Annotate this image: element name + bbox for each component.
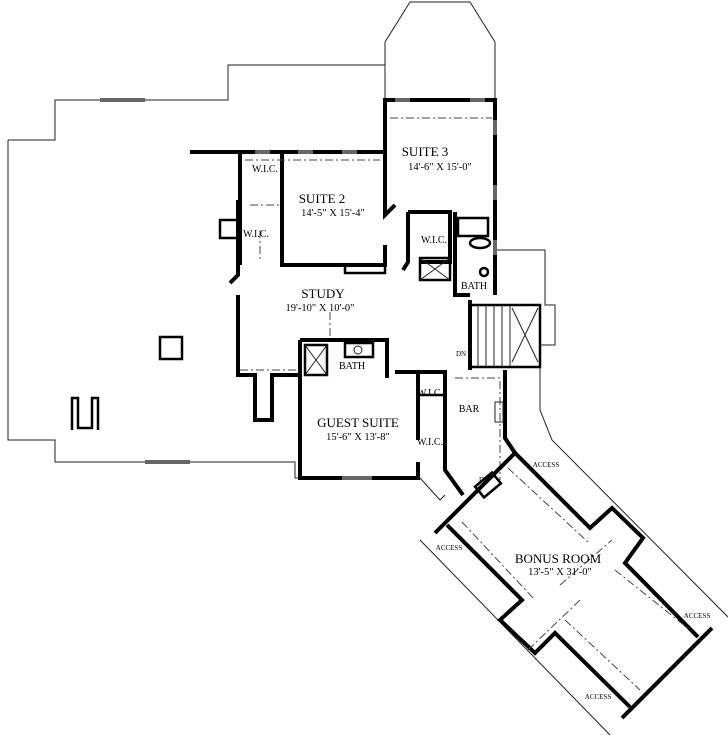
bathtub xyxy=(456,216,490,238)
wic-label: W.I.C. xyxy=(252,164,278,175)
windows xyxy=(255,98,497,480)
access-label: ACCESS xyxy=(684,612,711,620)
access-label: ACCESS xyxy=(436,544,463,552)
room-size-study: 19'-10" X 10'-0" xyxy=(286,303,355,314)
dn-label: DN xyxy=(456,350,466,358)
room-name-study: STUDY xyxy=(301,286,345,301)
bar-sink xyxy=(494,401,504,423)
room-name-guest-suite: GUEST SUITE xyxy=(317,415,399,430)
wic-label: W.I.C. xyxy=(421,235,447,246)
bath-label: BATH xyxy=(461,281,487,292)
sink xyxy=(353,345,363,355)
sink xyxy=(478,266,490,278)
shower xyxy=(418,256,452,282)
chimney xyxy=(218,218,240,240)
vanity xyxy=(343,341,375,359)
bonus-room-walls xyxy=(433,450,714,720)
room-name-bonus-room: BONUS ROOM xyxy=(515,551,602,566)
bath-label: BATH xyxy=(339,361,365,372)
room-name-bar: BAR xyxy=(459,404,480,415)
room-name-suite-3: SUITE 3 xyxy=(402,144,449,159)
room-size-bonus-room: 13'-5" X 31'-0" xyxy=(528,567,592,578)
chimney xyxy=(158,335,184,361)
roof-outline xyxy=(7,1,728,736)
wic-label: W.I.C. xyxy=(417,437,443,448)
shower xyxy=(303,343,329,377)
vent xyxy=(70,396,100,430)
dn-label: DN xyxy=(479,476,489,484)
room-size-guest-suite: 15'-6" X 13'-8" xyxy=(326,432,390,443)
room-size-suite-3: 14'-6" X 15'-0" xyxy=(408,162,472,173)
wic-label: W.I.C. xyxy=(243,229,269,240)
room-name-suite-2: SUITE 2 xyxy=(299,191,346,206)
room-size-suite-2: 14'-5" X 15'-4" xyxy=(301,208,365,219)
wic-label: W.I.C. xyxy=(417,388,443,399)
access-label: ACCESS xyxy=(585,693,612,701)
access-label: ACCESS xyxy=(533,461,560,469)
toilet xyxy=(468,236,492,250)
walls xyxy=(190,98,517,497)
staircase xyxy=(468,303,542,369)
